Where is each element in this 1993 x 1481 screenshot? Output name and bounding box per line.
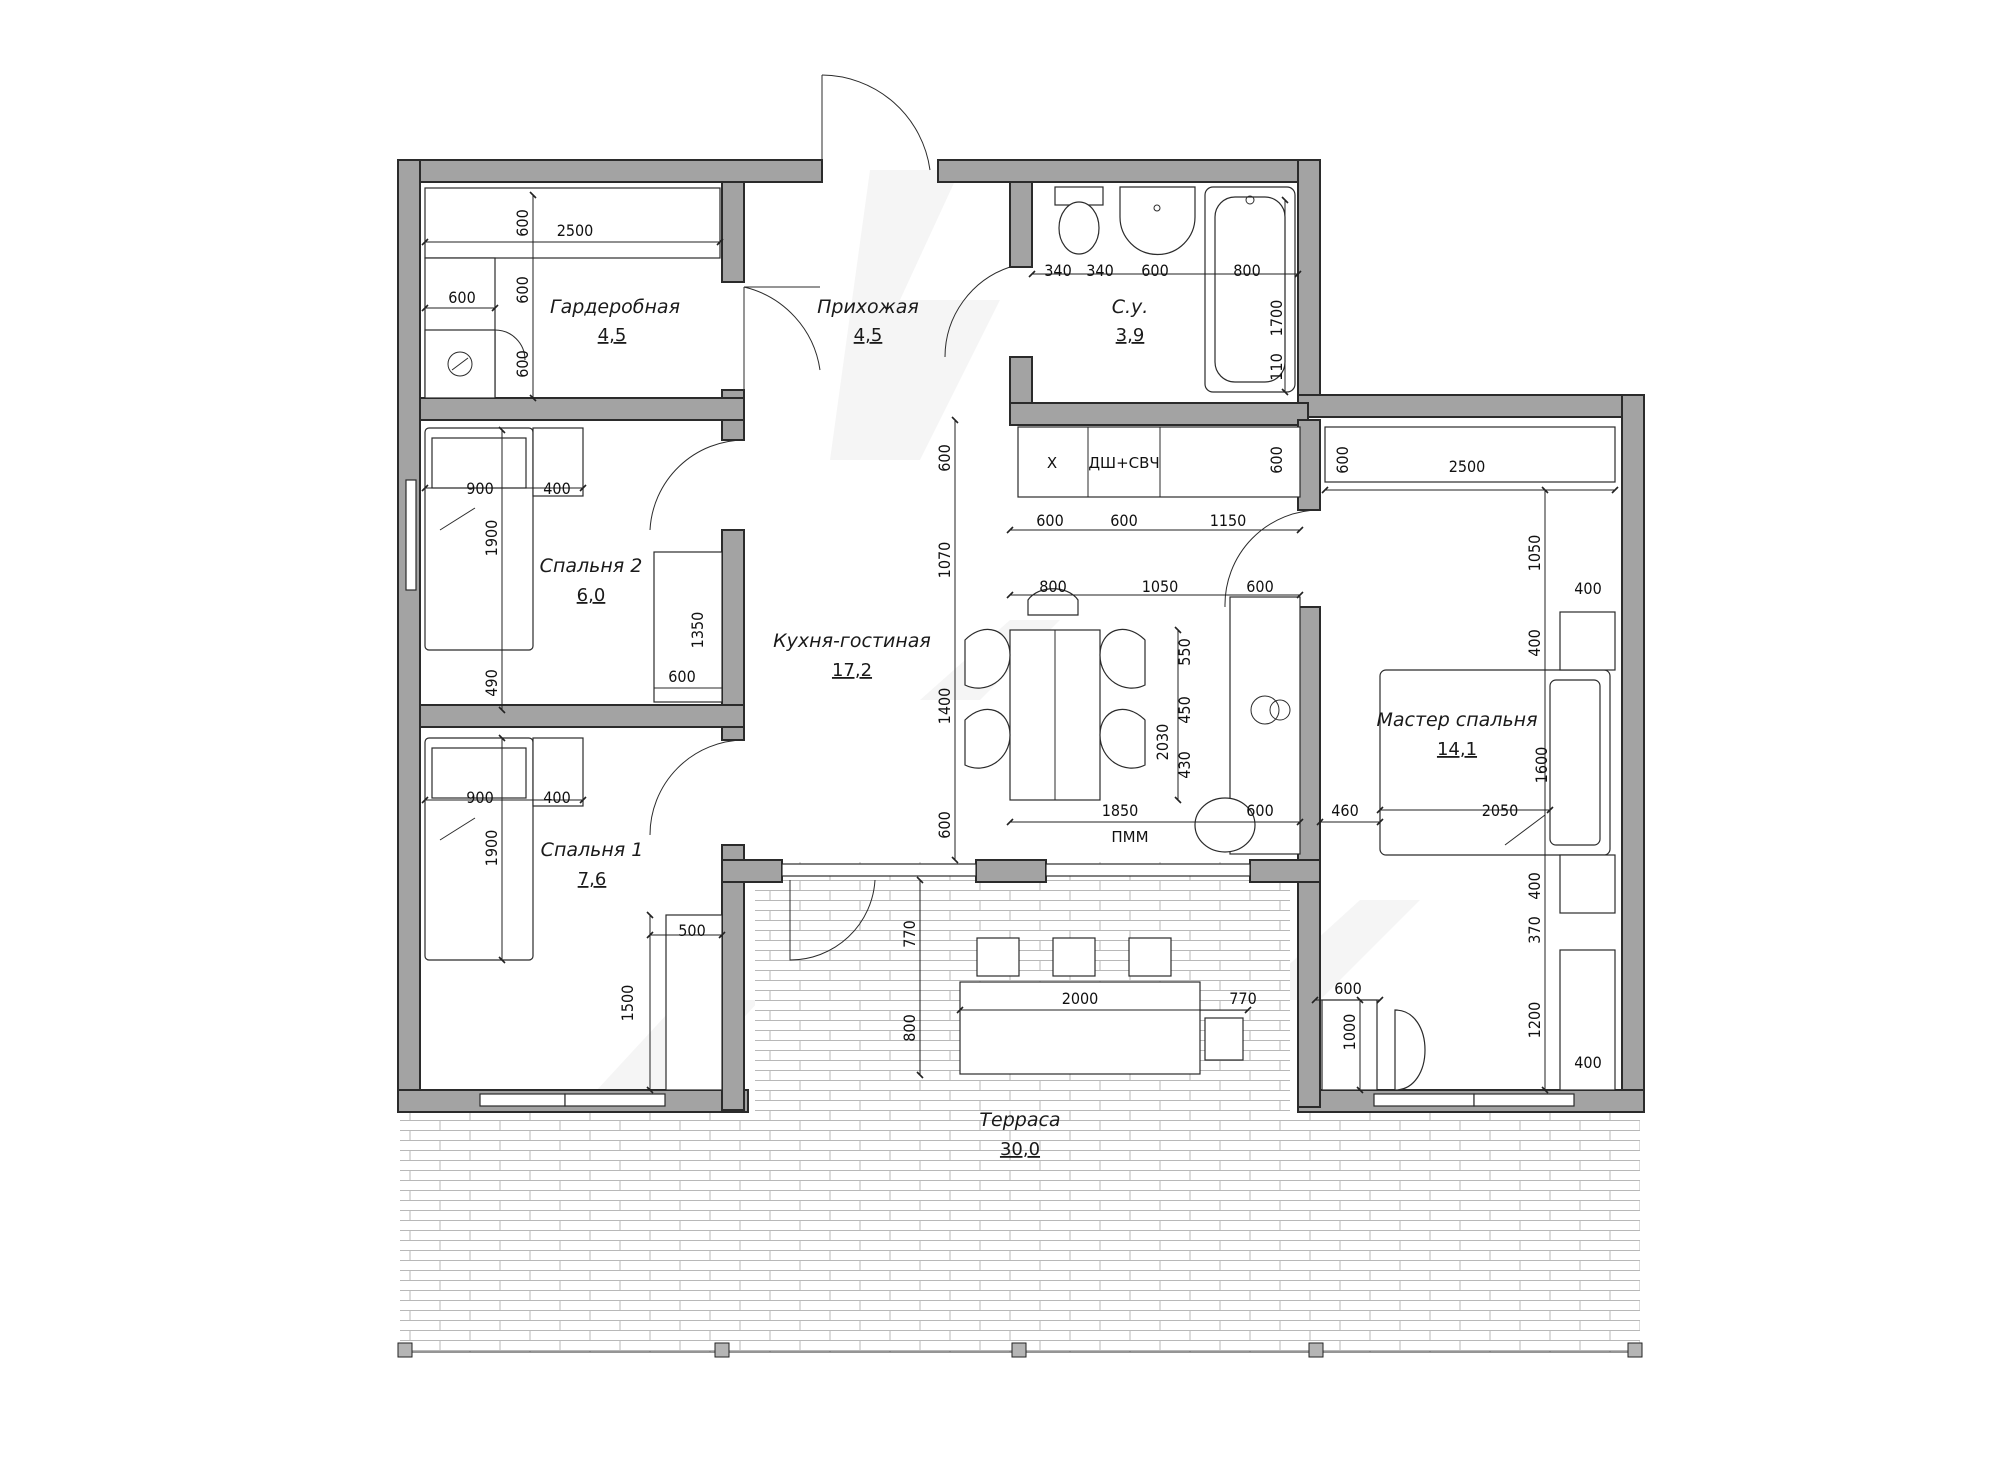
dim-text: 400 [1525, 872, 1544, 899]
terrace-posts [397, 1342, 1643, 1358]
dim-text: 600 [513, 276, 532, 303]
kitchen-furniture [964, 426, 1301, 855]
room-area-bedroom2: 6,0 [577, 585, 606, 606]
stove-label: X [1047, 454, 1057, 472]
dim-text: 1500 [618, 985, 637, 1022]
dim-text: 2030 [1153, 724, 1172, 761]
dim-text: 2000 [1062, 989, 1099, 1008]
room-area-wc: 3,9 [1116, 325, 1145, 346]
dim-text: 900 [466, 479, 493, 498]
room-name-bedroom2: Спальня 2 [540, 555, 643, 577]
dim-text: 600 [1246, 577, 1273, 596]
dim-text: 600 [1267, 446, 1286, 473]
dim-text: 600 [1246, 801, 1273, 820]
dim-text: 1900 [482, 830, 501, 867]
windows [405, 479, 1575, 1107]
dim-text: 770 [900, 920, 919, 947]
dimension-lines [421, 191, 1619, 1094]
entrance-door [821, 74, 931, 171]
room-area-terrace: 30,0 [1000, 1139, 1040, 1160]
dim-text: 400 [543, 479, 570, 498]
wc-fixtures [1054, 186, 1296, 393]
dim-text: 600 [668, 667, 695, 686]
bedroom1-furniture [424, 737, 723, 1091]
dim-text: 1850 [1102, 801, 1139, 820]
terrace-furniture [959, 937, 1244, 1075]
dim-text: 1000 [1340, 1014, 1359, 1051]
room-area-wardrobe: 4,5 [598, 325, 627, 346]
dim-text: 1200 [1525, 1002, 1544, 1039]
dim-text: 490 [482, 669, 501, 696]
dim-text: 450 [1175, 696, 1194, 723]
dim-text: 370 [1525, 916, 1544, 943]
dim-text: 600 [935, 811, 954, 838]
dim-text: 340 [1086, 261, 1113, 280]
dim-text: 110 [1267, 353, 1286, 380]
dim-text: 2500 [557, 221, 594, 240]
terrace-decking [400, 1112, 1640, 1352]
room-area-kitchen-living: 17,2 [832, 660, 872, 681]
room-name-kitchen-living: Кухня-гостиная [773, 630, 931, 652]
dim-text: 2500 [1449, 457, 1486, 476]
dim-text: 340 [1044, 261, 1071, 280]
dim-text: 600 [513, 209, 532, 236]
dim-text: 1600 [1532, 747, 1551, 784]
dim-text: 600 [1333, 446, 1352, 473]
dim-text: 460 [1331, 801, 1358, 820]
dishwasher-microwave-label: ДШ+СВЧ [1088, 454, 1159, 472]
dishwasher-label: ПММ [1111, 828, 1148, 846]
dim-text: 600 [1334, 979, 1361, 998]
dim-text: 430 [1175, 751, 1194, 778]
dim-text: 600 [1141, 261, 1168, 280]
dim-text: 1070 [935, 542, 954, 579]
dim-text: 400 [543, 788, 570, 807]
doors [649, 266, 1321, 961]
room-area-master-bedroom: 14,1 [1437, 739, 1477, 760]
equipment-labels: X ДШ+СВЧ ПММ [1047, 454, 1160, 846]
dim-text: 1900 [482, 520, 501, 557]
dim-text: 550 [1175, 638, 1194, 665]
room-name-wardrobe: Гардеробная [550, 296, 680, 318]
room-area-hall: 4,5 [854, 325, 883, 346]
dim-text: 800 [1233, 261, 1260, 280]
dimension-texts: 2500 600 600 600 600 340 340 600 800 170… [448, 209, 1601, 1072]
dim-text: 400 [1525, 629, 1544, 656]
dim-text: 2050 [1482, 801, 1519, 820]
dim-text: 1050 [1525, 535, 1544, 572]
dim-text: 1050 [1142, 577, 1179, 596]
dim-text: 1400 [935, 688, 954, 725]
wardrobe-furniture [424, 187, 721, 399]
room-name-hall: Прихожая [817, 296, 919, 318]
dim-text: 900 [466, 788, 493, 807]
dim-text: 600 [1036, 511, 1063, 530]
dim-text: 1150 [1210, 511, 1247, 530]
dim-text: 600 [935, 444, 954, 471]
dim-text: 1350 [688, 612, 707, 649]
dim-text: 400 [1574, 1053, 1601, 1072]
dim-text: 800 [1039, 577, 1066, 596]
room-labels: Гардеробная 4,5 Прихожая 4,5 С.у. 3,9 Сп… [540, 296, 1538, 1160]
dim-text: 600 [448, 288, 475, 307]
dim-text: 800 [900, 1014, 919, 1041]
dim-text: 400 [1574, 579, 1601, 598]
dim-text: 1700 [1267, 300, 1286, 337]
room-name-terrace: Терраса [979, 1109, 1060, 1131]
room-area-bedroom1: 7,6 [578, 869, 607, 890]
bedroom2-furniture [424, 427, 723, 703]
room-name-master-bedroom: Мастер спальня [1376, 709, 1537, 731]
dim-text: 500 [678, 921, 705, 940]
dim-text: 600 [1110, 511, 1137, 530]
dim-text: 600 [513, 350, 532, 377]
room-name-bedroom1: Спальня 1 [541, 839, 644, 861]
dim-text: 770 [1229, 989, 1256, 1008]
room-name-wc: С.у. [1112, 296, 1149, 318]
